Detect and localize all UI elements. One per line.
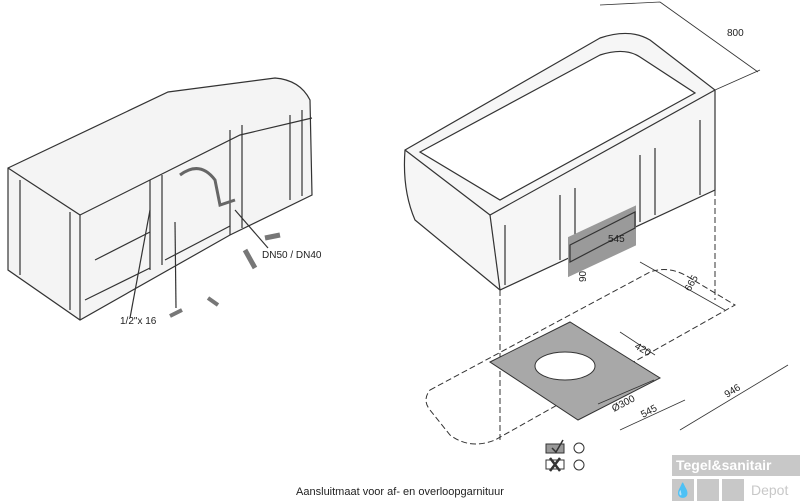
cross-box-icon bbox=[545, 459, 565, 470]
dim-545-access: 545 bbox=[608, 234, 625, 245]
right-bath bbox=[403, 1, 761, 291]
logo-square bbox=[697, 479, 719, 501]
legend-icons bbox=[545, 439, 585, 472]
drain-hole bbox=[534, 351, 596, 381]
logo-square bbox=[722, 479, 744, 501]
dim-545-plate: 545 bbox=[639, 403, 659, 421]
dimension-lines bbox=[597, 261, 789, 431]
sad-face-icon bbox=[573, 459, 585, 471]
dim-420: 420 bbox=[633, 341, 653, 359]
happy-face-icon bbox=[573, 442, 585, 454]
dim-800: 800 bbox=[727, 28, 744, 39]
left-bath-frame bbox=[7, 77, 313, 321]
droplet-icon: 💧 bbox=[672, 479, 694, 501]
logo-line2: Depot bbox=[751, 482, 789, 498]
dim-665: 665 bbox=[683, 273, 701, 293]
fitting-label: 1/2"x 16 bbox=[120, 316, 157, 327]
logo-line1: Tegel&sanitair bbox=[672, 455, 800, 476]
dim-946: 946 bbox=[723, 382, 743, 400]
check-box-icon bbox=[545, 443, 565, 454]
caption: Aansluitmaat voor af- en overloopgarnitu… bbox=[296, 486, 504, 498]
drain-label: DN50 / DN40 bbox=[262, 250, 322, 261]
brand-logo: Tegel&sanitair 💧 Depot bbox=[672, 455, 800, 504]
dim-90: 90 bbox=[578, 270, 589, 282]
